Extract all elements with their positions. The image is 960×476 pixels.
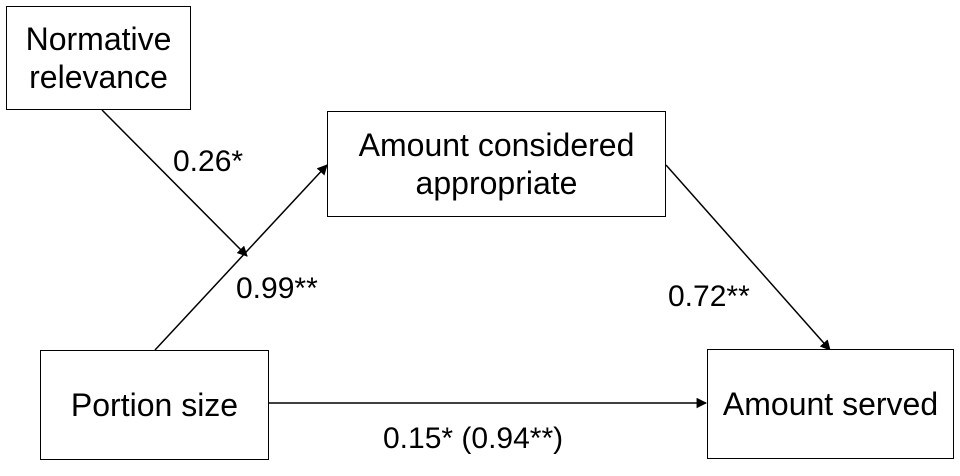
coefficient-appropriate-to-served: 0.72** [668,280,750,313]
normative-relevance-box: Normative relevance [6,6,191,110]
amount-served-label: Amount served [722,386,939,422]
coefficient-portion-to-served: 0.15* (0.94**) [383,422,564,455]
portion-size-box: Portion size [40,350,269,460]
normative-relevance-line2: relevance [29,59,168,95]
amount-served-box: Amount served [707,349,954,459]
arrow-normative-to-path [101,109,248,257]
arrow-portion-to-appropriate [154,164,328,351]
coefficient-portion-to-appropriate: 0.99** [236,272,318,305]
amount-considered-appropriate-line2: appropriate [415,165,578,201]
amount-considered-appropriate-line1: Amount considered [358,127,635,163]
coefficient-normative-relevance: 0.26* [173,145,244,178]
amount-considered-appropriate-box: Amount considered appropriate [327,111,666,217]
arrow-appropriate-to-served [665,164,831,351]
portion-size-label: Portion size [70,387,239,423]
normative-relevance-line1: Normative [25,21,172,57]
